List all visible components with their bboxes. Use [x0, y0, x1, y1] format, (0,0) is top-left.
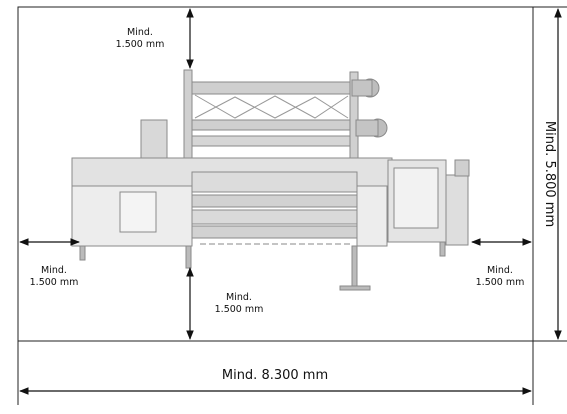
floor-area-boundary	[17, 6, 534, 342]
top-clearance-line1: Mind.	[127, 27, 153, 38]
bottom-clearance-line2: 1.500 mm	[214, 304, 264, 315]
machine-illustration	[71, 69, 470, 291]
left-clearance-line1: Mind.	[41, 265, 67, 276]
bottom-clearance-label: Mind. 1.500 mm	[204, 292, 274, 316]
right-clearance-line1: Mind.	[487, 265, 513, 276]
total-height-label: Mind. 5.800 mm	[542, 120, 557, 228]
total-width-label: Mind. 8.300 mm	[221, 368, 329, 383]
right-clearance-label: Mind. 1.500 mm	[468, 265, 532, 289]
left-clearance-line2: 1.500 mm	[29, 277, 79, 288]
right-clearance-line2: 1.500 mm	[475, 277, 525, 288]
top-clearance-line2: 1.500 mm	[115, 39, 165, 50]
bottom-clearance-line1: Mind.	[226, 292, 252, 303]
left-clearance-label: Mind. 1.500 mm	[22, 265, 86, 289]
top-clearance-label: Mind. 1.500 mm	[110, 27, 170, 51]
